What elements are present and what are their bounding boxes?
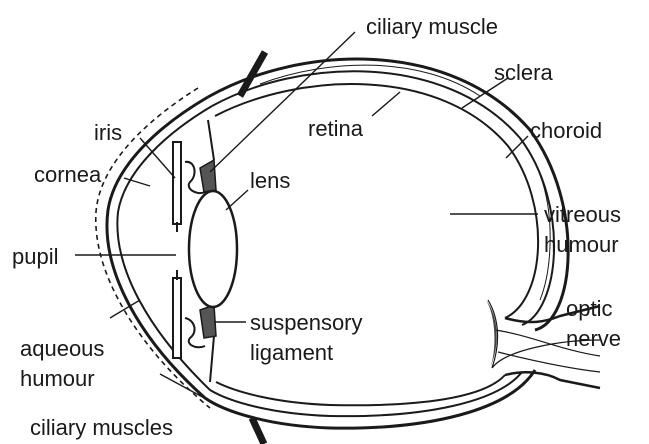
label-choroid: choroid — [530, 118, 602, 143]
lens-shape — [189, 191, 237, 307]
label-suspensory-line1: suspensory — [250, 310, 363, 335]
optic-disc — [486, 300, 497, 372]
label-optic-line1: optic — [566, 296, 612, 321]
label-iris: iris — [94, 120, 122, 145]
ciliary-muscle-pointer — [210, 32, 355, 172]
label-suspensory-line2: ligament — [250, 340, 333, 365]
lens-pointer — [226, 190, 248, 210]
label-vitreous-line1: vitreous — [544, 202, 621, 227]
label-vitreous-line2: humour — [544, 232, 619, 257]
label-cornea: cornea — [34, 162, 102, 187]
label-ciliary-muscle: ciliary muscle — [366, 14, 498, 39]
label-optic-line2: nerve — [566, 326, 621, 351]
label-aqueous-line2: humour — [20, 366, 95, 391]
retina-pointer — [372, 92, 400, 116]
iris-shape — [173, 142, 181, 358]
label-retina: retina — [308, 116, 364, 141]
label-aqueous-line1: aqueous — [20, 336, 104, 361]
lower-lid-mark — [252, 418, 264, 444]
label-pupil: pupil — [12, 244, 58, 269]
label-ciliary-muscles: ciliary muscles — [30, 415, 173, 440]
label-sclera: sclera — [494, 60, 553, 85]
label-lens: lens — [250, 168, 290, 193]
